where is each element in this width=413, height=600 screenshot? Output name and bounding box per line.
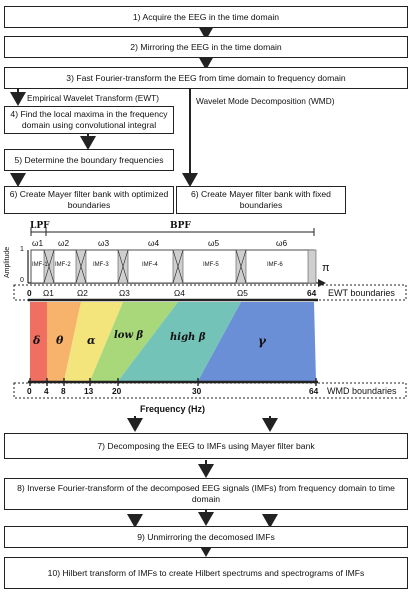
imf-5-label: IMF-5 (203, 262, 219, 268)
step-4-box: 4) Find the local maxima in the frequenc… (4, 106, 174, 134)
band-alpha (64, 302, 123, 381)
imf-5-filter (177, 249, 242, 284)
wmd-tick-0: 0 (27, 386, 32, 396)
ewt-tick-0: 0 (27, 288, 32, 298)
step-10-box: 10) Hilbert transform of IMFs to create … (4, 557, 408, 589)
band-gamma-label: γ (258, 334, 266, 348)
step-3-box: 3) Fast Fourier-transform the EEG from t… (4, 67, 408, 89)
omega-4-label: ω4 (148, 238, 160, 248)
bpf-label: BPF (170, 221, 191, 231)
imf-2-label: IMF-2 (55, 262, 71, 268)
imf-3-filter (80, 249, 124, 284)
ewt-tick-3: Ω3 (119, 288, 130, 298)
imf-4-filter (122, 249, 179, 284)
band-delta (30, 302, 47, 381)
band-high-beta-label: high β (170, 332, 206, 343)
omega-1-label: ω1 (32, 238, 44, 248)
amp-one-label: 1 (20, 246, 24, 253)
wmd-branch-label: Wavelet Mode Decomposition (WMD) (196, 96, 335, 106)
wmd-tick-3: 13 (84, 386, 94, 396)
imf-4-label: IMF-4 (142, 262, 158, 268)
imf-6-label: IMF-6 (267, 262, 283, 268)
wmd-tick-4: 20 (112, 386, 122, 396)
wmd-boundaries-caption: WMD boundaries (327, 386, 397, 396)
imf-3-label: IMF-3 (93, 262, 109, 268)
wmd-tick-2: 8 (61, 386, 66, 396)
band-theta (47, 302, 81, 381)
ewt-tick-2: Ω2 (77, 288, 88, 298)
band-delta-label: δ (33, 334, 41, 347)
band-low-beta (90, 302, 178, 381)
step-1-box: 1) Acquire the EEG in the time domain (4, 6, 408, 28)
step-6a-box: 6) Create Mayer filter bank with optimiz… (4, 186, 174, 214)
ewt-tick-5: Ω5 (237, 288, 248, 298)
band-gamma (198, 302, 316, 381)
band-low-beta-label: low β (114, 330, 144, 341)
wmd-tick-6: 64 (309, 386, 319, 396)
wmd-tick-5: 30 (192, 386, 202, 396)
ewt-tick-6: 64 (307, 288, 317, 298)
amp-zero-label: 0 (20, 277, 24, 284)
imf-1-label: IMF-1 (32, 262, 48, 268)
imf-2-filter (48, 249, 82, 284)
step-9-box: 9) Unmirroring the decomosed IMFs (4, 526, 408, 548)
ewt-tick-4: Ω4 (174, 288, 185, 298)
lpf-label: LPF (30, 221, 50, 231)
frequency-axis-title: Frequency (Hz) (140, 404, 206, 414)
ewt-boundaries-box (13, 284, 407, 301)
band-high-beta (118, 302, 241, 381)
band-alpha-label: α (87, 334, 96, 347)
step-6b-box: 6) Create Mayer filter bank with fixed b… (176, 186, 346, 214)
step-8-box: 8) Inverse Fourier-transform of the deco… (4, 478, 408, 510)
omega-2-label: ω2 (58, 238, 70, 248)
ewt-boundaries-caption: EWT boundaries (328, 288, 395, 298)
wmd-tick-1: 4 (44, 386, 49, 396)
imf-6-filter (240, 249, 315, 284)
ewt-tick-1: Ω1 (43, 288, 54, 298)
omega-6-label: ω6 (276, 238, 288, 248)
omega-5-label: ω5 (208, 238, 220, 248)
band-theta-label: θ (56, 334, 64, 347)
step-7-box: 7) Decomposing the EEG to IMFs using May… (4, 433, 408, 459)
step-2-box: 2) Mirroring the EEG in the time domain (4, 36, 408, 58)
omega-3-label: ω3 (98, 238, 110, 248)
step-5-box: 5) Determine the boundary frequencies (4, 149, 174, 171)
ewt-branch-label: Empirical Wavelet Transform (EWT) (27, 93, 159, 103)
pi-label: π (322, 262, 330, 274)
